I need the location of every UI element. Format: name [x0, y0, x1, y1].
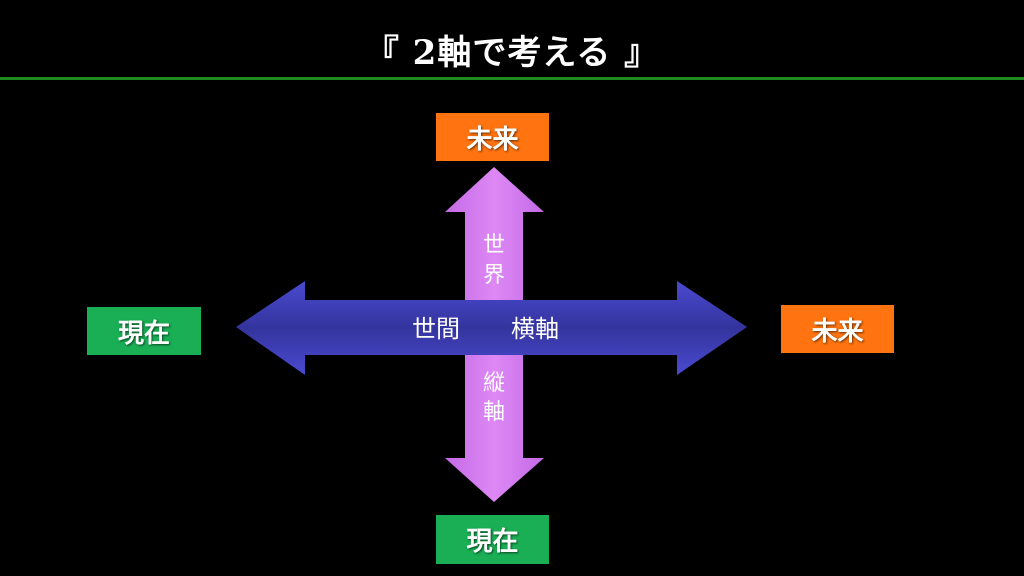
horizontal-left-present-box: 現在	[87, 307, 201, 355]
vertical-lower-char-1: 縦	[482, 371, 505, 396]
slide-title: 『 2軸で考える 』	[364, 33, 660, 73]
vertical-lower-char-2: 軸	[482, 400, 505, 425]
horizontal-axis-arrow	[236, 281, 747, 375]
horizontal-text-right: 横軸	[511, 315, 559, 343]
title-divider	[0, 77, 1024, 80]
vertical-bottom-present-box: 現在	[436, 515, 549, 564]
vertical-upper-char-1: 世	[482, 233, 505, 258]
horizontal-text-left: 世間	[412, 315, 460, 343]
vertical-top-future-box: 未来	[436, 113, 549, 161]
horizontal-right-future-box: 未来	[781, 305, 894, 353]
vertical-upper-char-2: 界	[482, 263, 505, 288]
